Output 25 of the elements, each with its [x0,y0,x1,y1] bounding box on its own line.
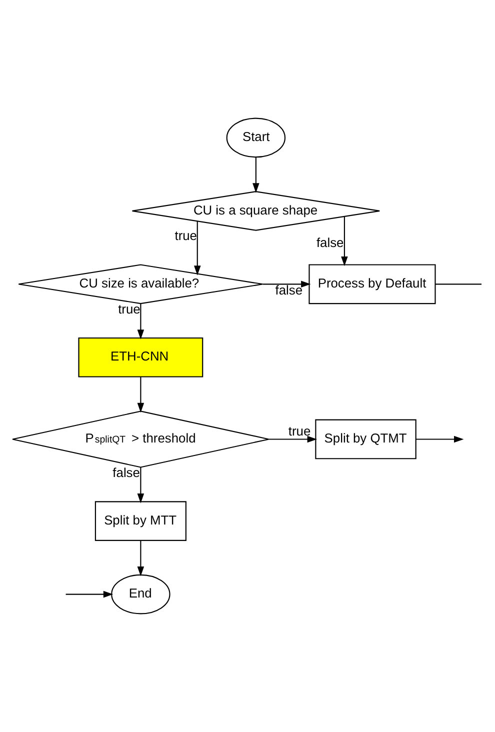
edge-label: false [112,465,140,480]
edge-label: false [316,235,344,250]
node-ellipse: End [111,574,170,614]
node-box: Split by QTMT [315,419,416,460]
arrow [269,436,317,443]
arrow [137,467,144,504]
arrow [416,436,464,443]
arrow [137,376,144,413]
edge-label: false [275,282,303,298]
arrow [66,590,114,598]
arrow [137,540,144,576]
node-box: Process by Default [308,264,436,304]
arrow [262,280,311,288]
arrow [252,157,260,193]
arrow [341,216,348,266]
node-box: ETH-CNN [78,337,204,378]
connector [436,284,482,285]
arrow [194,221,201,276]
node-diamond: PsplitQT > threshold [12,410,270,468]
node-ellipse: Start [226,118,286,158]
node-diamond: CU is a square shape [132,191,380,231]
edge-label: true [288,424,311,439]
edge-label: true [174,228,198,244]
arrow [137,304,144,340]
node-box: Split by MTT [94,501,186,541]
